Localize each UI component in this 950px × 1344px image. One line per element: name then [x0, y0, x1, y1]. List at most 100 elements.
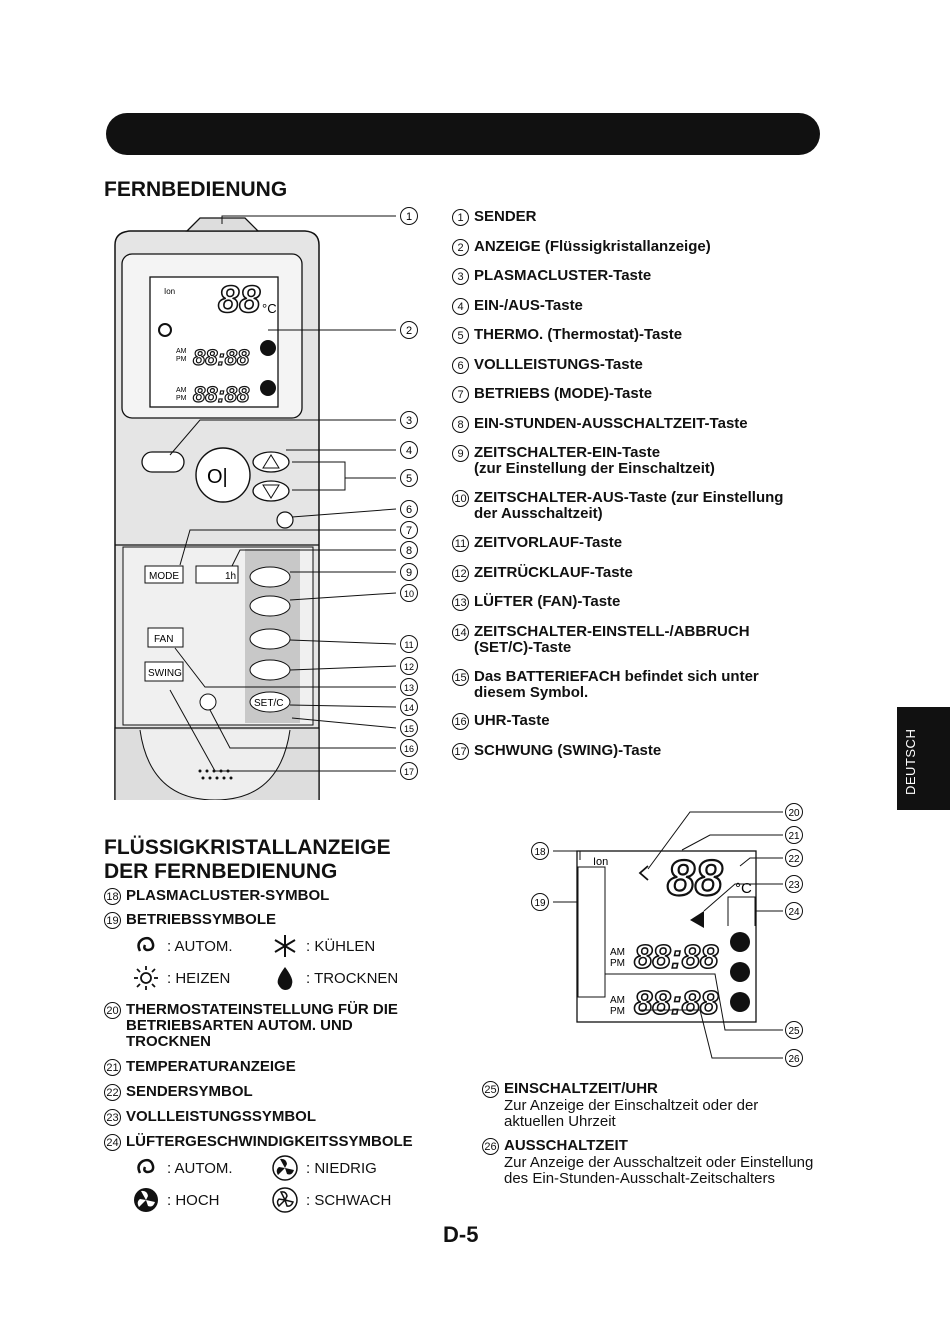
fan-high-icon	[134, 1188, 158, 1212]
remote-callouts: 1 2 3 4 5 6 7 8 9 10 11 12 13 14 15 16 1…	[400, 207, 418, 780]
svg-text:26: 26	[788, 1054, 800, 1065]
callout-6: 6	[400, 500, 418, 518]
lcd-temp: 88	[667, 850, 723, 906]
callout-11: 11	[400, 635, 418, 653]
svg-text:21: 21	[788, 831, 800, 842]
remote-illustration: Ion 88 °C AM PM 88:88 AM PM 88:88 O| MOD…	[114, 215, 397, 800]
svg-text:22: 22	[788, 854, 800, 865]
svg-text:O|: O|	[207, 466, 228, 488]
svg-text:11: 11	[404, 640, 413, 650]
lcd-am1: AM	[610, 947, 625, 958]
lcd-pm2: PM	[610, 1006, 625, 1017]
callout-10: 10	[400, 584, 418, 602]
callout-17: 17	[400, 762, 418, 780]
list-item: 12 ZEITRÜCKLAUF-Taste	[452, 565, 633, 582]
remote-lcd-pm1: PM	[176, 356, 187, 363]
remote-lcd-am2: AM	[176, 387, 187, 394]
lcd-callout-25: 25	[785, 1021, 803, 1039]
lcd-illustration: Ion 88 °C AM PM 88:88 AM PM 88:88 18 19 …	[531, 803, 803, 1067]
callout-8: 8	[400, 541, 418, 559]
svg-text:14: 14	[404, 703, 414, 713]
header-bar	[106, 113, 820, 155]
svg-text:10: 10	[404, 589, 414, 599]
callout-16: 16	[400, 739, 418, 757]
fan-soft-icon	[272, 1187, 298, 1213]
lcd-callout-19: 19	[531, 893, 549, 911]
auto-mode-icon	[137, 936, 155, 952]
mode-cool: : KÜHLEN	[272, 933, 375, 959]
remote-swing-label: SWING	[148, 668, 182, 679]
callout-13: 13	[400, 678, 418, 696]
lcd-am2: AM	[610, 995, 625, 1006]
droplet-icon	[277, 967, 293, 990]
svg-text:4: 4	[406, 445, 412, 457]
lcd-callout-21: 21	[785, 826, 803, 844]
svg-text:17: 17	[404, 767, 414, 777]
svg-text:18: 18	[534, 847, 546, 858]
svg-text:8: 8	[406, 545, 412, 557]
remote-lcd-am1: AM	[176, 348, 187, 355]
svg-text:7: 7	[406, 525, 412, 537]
remote-fan-label: FAN	[154, 634, 173, 645]
callout-5: 5	[400, 469, 418, 487]
lcd-section-title: FLÜSSIGKRISTALLANZEIGE DER FERNBEDIENUNG	[104, 836, 391, 883]
lcd-ion: Ion	[593, 856, 608, 868]
fan-low-icon	[272, 1155, 298, 1181]
sun-icon	[134, 966, 158, 990]
svg-text:6: 6	[406, 504, 412, 516]
language-tab: DEUTSCH	[897, 707, 950, 810]
lcd-time1: 88:88	[634, 938, 719, 975]
svg-text:13: 13	[404, 683, 414, 693]
remote-lcd-time1: 88:88	[193, 345, 250, 370]
svg-text:5: 5	[406, 473, 412, 485]
svg-text:3: 3	[406, 415, 412, 427]
fan-low: : NIEDRIG	[272, 1155, 377, 1181]
mode-dry: : TROCKNEN	[272, 965, 398, 991]
callout-2: 2	[400, 321, 418, 339]
lcd-callout-20: 20	[785, 803, 803, 821]
callout-9: 9	[400, 563, 418, 581]
remote-lcd-deg: °C	[262, 301, 277, 316]
remote-lcd-pm2: PM	[176, 395, 187, 402]
remote-lcd-temp: 88	[218, 279, 261, 321]
remote-lcd-time2: 88:88	[193, 382, 250, 407]
lcd-deg: °C	[735, 880, 752, 897]
remote-1h-label: 1h	[225, 571, 236, 582]
callout-14: 14	[400, 698, 418, 716]
lcd-callout-26: 26	[785, 1049, 803, 1067]
lcd-pm1: PM	[610, 958, 625, 969]
callout-7: 7	[400, 521, 418, 539]
svg-text:2: 2	[406, 325, 412, 337]
mode-heat: : HEIZEN	[133, 965, 230, 991]
svg-text:20: 20	[788, 808, 800, 819]
callout-1: 1	[400, 207, 418, 225]
list-item: 11 ZEITVORLAUF-Taste	[452, 535, 622, 552]
svg-text:12: 12	[404, 662, 414, 672]
fan-auto: : AUTOM.	[133, 1155, 233, 1181]
page-number: D-5	[443, 1222, 479, 1247]
remote-setc-label: SET/C	[254, 698, 283, 709]
svg-text:1: 1	[406, 211, 412, 223]
svg-text:9: 9	[406, 567, 412, 579]
lcd-callout-18: 18	[531, 842, 549, 860]
section-title: FERNBEDIENUNG	[104, 178, 288, 201]
